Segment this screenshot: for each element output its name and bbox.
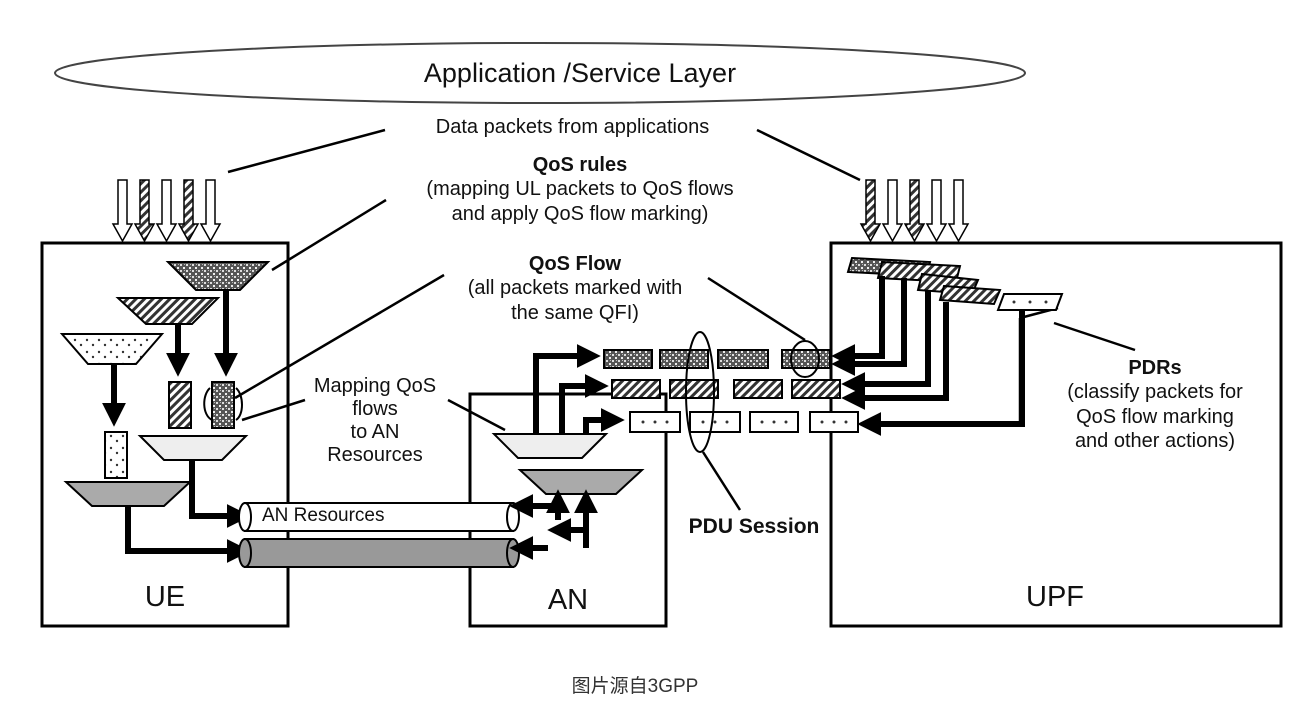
mapping-line4: Resources	[327, 444, 423, 466]
pdu-row-dotted-dots	[641, 420, 848, 424]
qos-rules-line2: and apply QoS flow marking)	[451, 202, 709, 225]
pdrs-line1: (classify packets for	[1067, 381, 1243, 404]
mapping-line1: Mapping QoS	[313, 375, 437, 397]
application-layer-title: Application /Service Layer	[423, 58, 737, 88]
qos-rule-funnel-dark	[165, 261, 271, 291]
ue-mapping-funnel-gray	[63, 481, 193, 507]
an-label: AN	[547, 584, 589, 616]
ue-flow-packet-dotted	[104, 431, 128, 479]
pdu-session-label: PDU Session	[688, 515, 820, 538]
an-mapping-funnel-gray	[517, 469, 645, 495]
an-mapping-funnel-light	[491, 433, 609, 459]
pdu-session-loop	[685, 331, 715, 453]
qos-rule-funnel-hatched	[115, 297, 221, 325]
qos-rules-line1: (mapping UL packets to QoS flows	[426, 178, 734, 201]
ue-flow-packet-hatched	[168, 381, 192, 429]
an-resources-tube-bottom	[238, 538, 520, 568]
pdrs-label: PDRs (classify packets for QoS flow mark…	[1030, 356, 1280, 454]
pdu-row-dotted	[629, 411, 859, 433]
ue-mapping-funnel-light	[137, 435, 249, 461]
ue-flow-arrows	[102, 290, 238, 427]
data-packets-label: Data packets from applications	[435, 116, 710, 138]
mapping-line2: flows	[352, 398, 398, 420]
ue-label: UE	[144, 581, 186, 613]
qos-flow-title: QoS Flow	[528, 253, 622, 275]
qos-rules-label: QoS rules (mapping UL packets to QoS flo…	[370, 153, 790, 226]
application-layer-ellipse	[54, 42, 1026, 104]
upf-flow-arrows	[831, 276, 1025, 436]
pdr-dotted-dots	[1012, 300, 1048, 304]
qos-flow-marker-loop	[790, 340, 820, 378]
pdrs-title: PDRs	[1128, 357, 1182, 379]
mapping-line3: to AN	[350, 421, 400, 443]
mapping-label: Mapping QoS flows to AN Resources	[290, 375, 460, 467]
pdrs-line2: QoS flow marking	[1076, 405, 1234, 428]
upf-label: UPF	[1026, 581, 1084, 613]
upf-incoming-packets	[859, 179, 970, 243]
pdu-row-dark	[603, 349, 831, 369]
ue-incoming-packets	[111, 179, 222, 243]
ue-to-an-arrows	[125, 460, 251, 563]
qos-flow-line1: (all packets marked with	[467, 277, 683, 300]
an-up-arrows	[546, 489, 598, 548]
image-caption: 图片源自3GPP	[571, 676, 699, 697]
qos-rules-title: QoS rules	[532, 154, 628, 176]
qos-flow-label: QoS Flow (all packets marked with the sa…	[420, 252, 730, 325]
pdu-row-hatched	[611, 379, 841, 399]
qos-flow-loop	[203, 387, 243, 421]
qos-flow-line2: the same QFI)	[511, 301, 639, 324]
an-resources-label: AN Resources	[262, 505, 385, 526]
ue-flow-packet-dark	[211, 381, 235, 429]
pdr-hatched-3	[938, 284, 1002, 306]
pdrs-line3: and other actions)	[1074, 430, 1236, 453]
qos-rule-funnel-dotted	[59, 333, 165, 365]
